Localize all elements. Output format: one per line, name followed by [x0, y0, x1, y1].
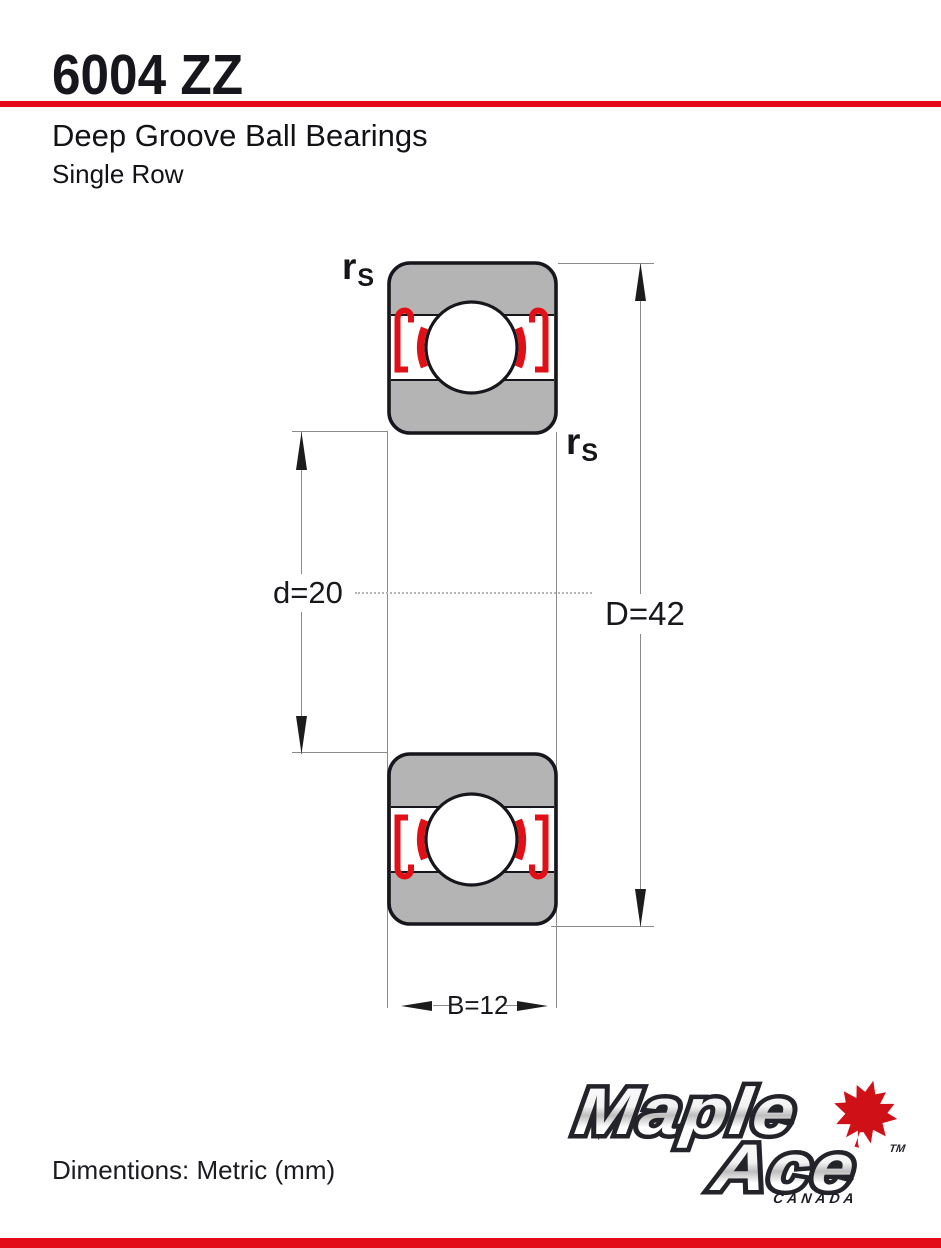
logo-word-maple: Maple [571, 1074, 802, 1148]
logo-country: CANADA [772, 1190, 859, 1206]
maple-leaf-icon [829, 1075, 903, 1151]
row-type-label: Single Row [52, 159, 184, 189]
logo-word-ace: Ace [707, 1130, 862, 1204]
extension-line-bore-top [292, 431, 388, 432]
chamfer-symbol: r [566, 421, 581, 462]
width-label: B=12 [447, 990, 509, 1020]
center-axis-line [355, 592, 592, 594]
header-red-rule [0, 101, 941, 107]
arrowhead-width-right [517, 1001, 548, 1011]
bore-diameter-label: d=20 [266, 574, 350, 612]
maple-ace-logo: Maple Ace TM CANADA [566, 1072, 907, 1209]
extension-line-left-width [387, 432, 388, 1008]
chamfer-subscript: S [581, 439, 599, 467]
product-type-subtitle: Deep Groove Ball Bearings [52, 118, 428, 153]
bearing-section-top [385, 259, 560, 437]
width-dim-connector-right [504, 1005, 518, 1006]
chamfer-subscript: S [357, 264, 375, 292]
footer-red-bar [0, 1238, 941, 1248]
extension-line-right-width [556, 432, 557, 1008]
arrowhead-outer-top [635, 263, 646, 301]
logo-trademark: TM [888, 1143, 906, 1155]
arrowhead-width-left [401, 1001, 432, 1011]
part-number-title: 6004 ZZ [52, 43, 244, 107]
bearing-section-bottom [385, 750, 560, 928]
chamfer-label-bottom: rS [566, 421, 598, 466]
arrowhead-bore-top [296, 432, 307, 470]
width-dim-connector-left [433, 1005, 449, 1006]
dimensions-note: Dimentions: Metric (mm) [52, 1155, 336, 1185]
extension-line-bore-bottom [292, 752, 388, 753]
chamfer-label-top: rS [342, 246, 374, 291]
extension-line-outer-top [558, 263, 654, 264]
arrowhead-outer-bottom [635, 889, 646, 927]
chamfer-symbol: r [342, 246, 357, 287]
outer-diameter-label: D=42 [598, 594, 692, 634]
extension-line-outer-bottom [551, 926, 654, 927]
arrowhead-bore-bottom [296, 716, 307, 754]
